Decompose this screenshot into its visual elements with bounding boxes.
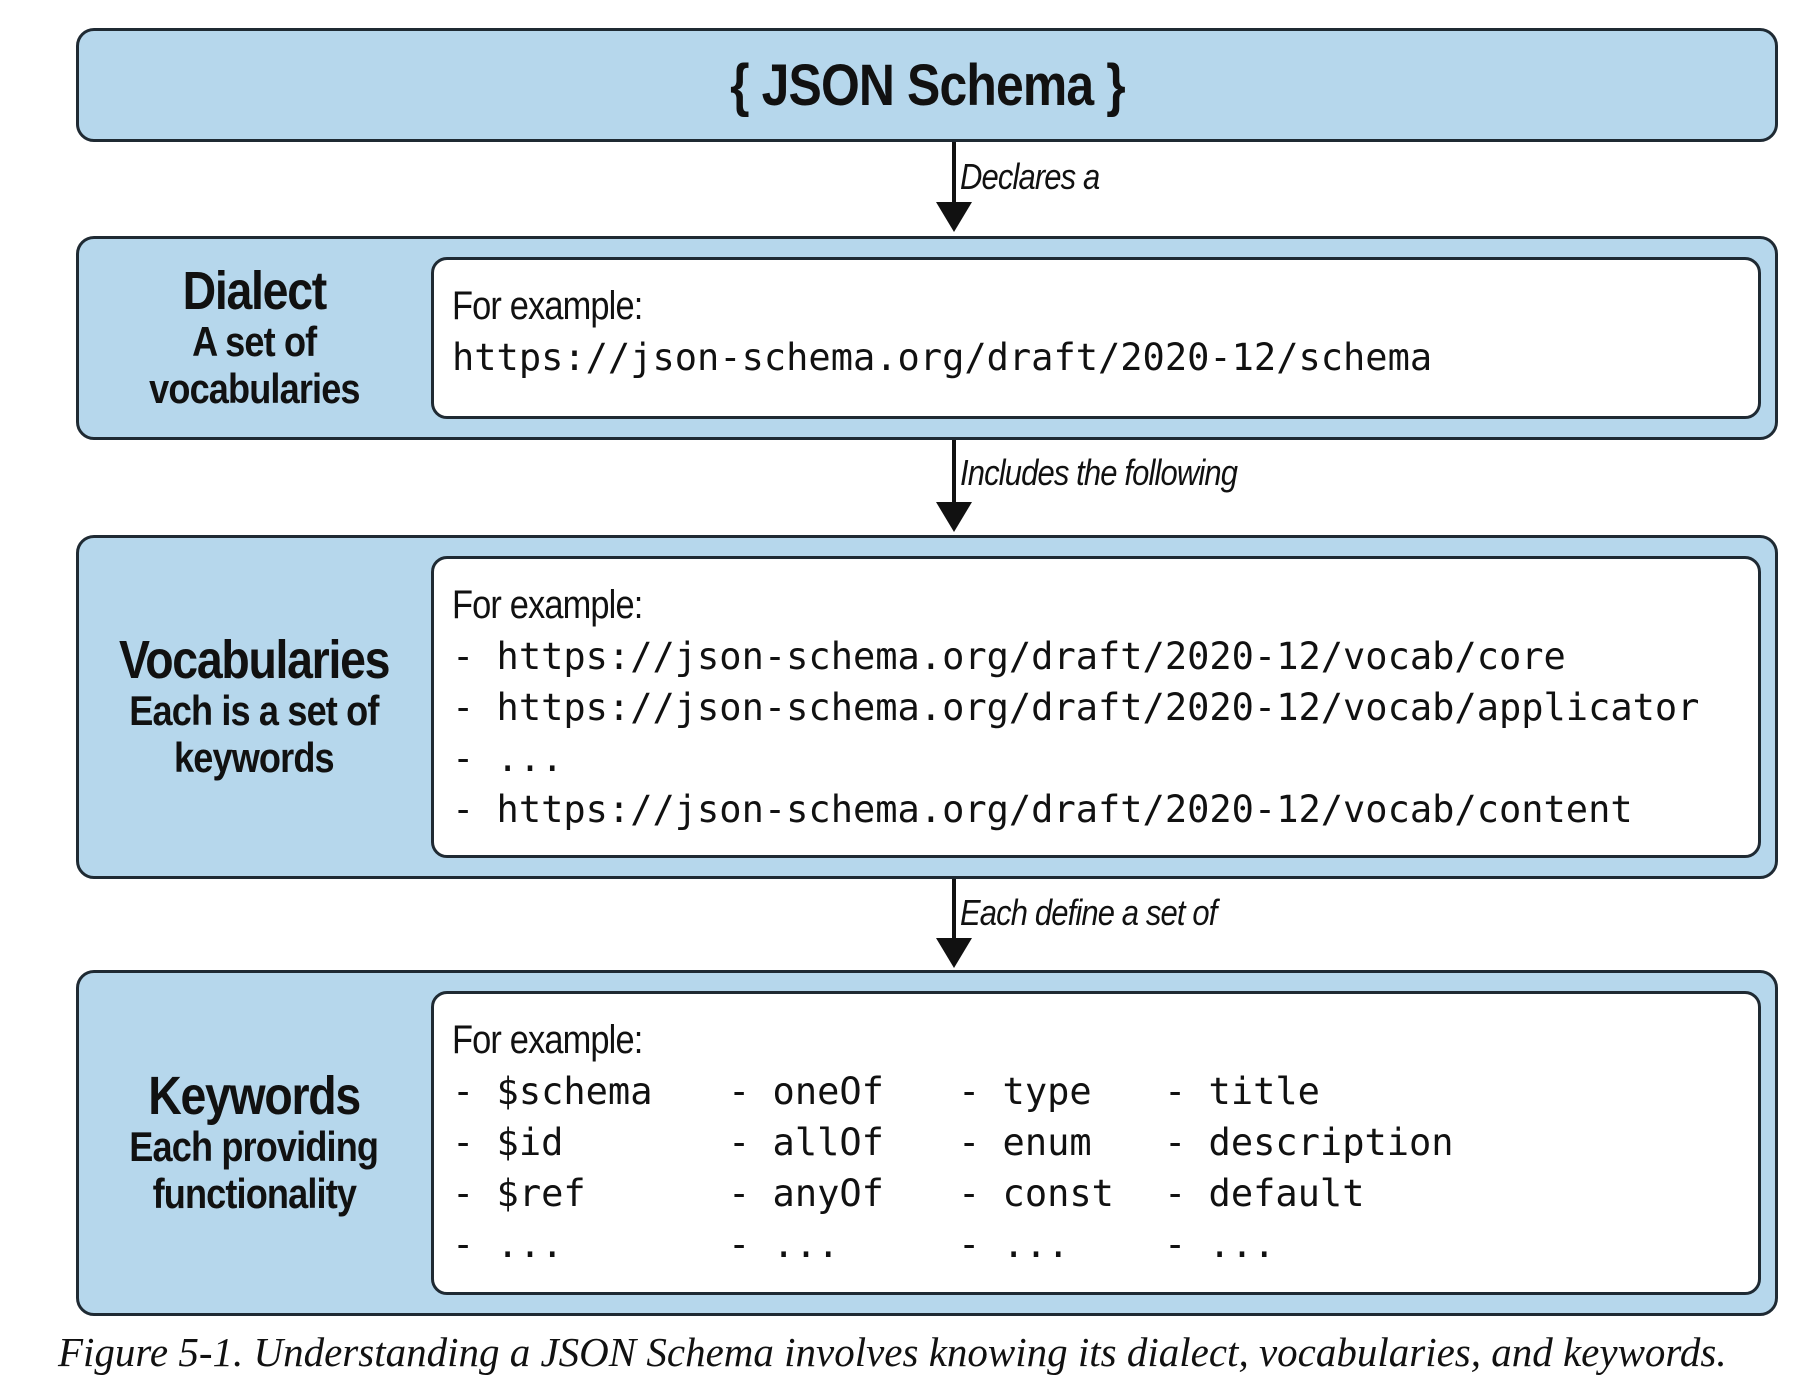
vocabularies-example-heading: For example:: [452, 583, 643, 627]
keywords-example-heading: For example:: [452, 1018, 643, 1062]
vocabularies-label: Vocabularies Each is a set of keywords: [79, 538, 429, 876]
keywords-subtitle-line1: Each providing: [129, 1123, 380, 1171]
arrow-down-icon: [936, 440, 972, 532]
keyword-cell: - ...: [1164, 1223, 1276, 1266]
keyword-cell: - $id: [452, 1121, 564, 1164]
arrow-down-icon: [936, 142, 972, 232]
keyword-cell: - ...: [728, 1223, 840, 1266]
keywords-grid: - $schema - oneOf - type - title - $id -…: [452, 1066, 1758, 1270]
vocabularies-title: Vocabularies: [118, 630, 390, 691]
keyword-cell: - ...: [452, 1223, 564, 1266]
vocab-item: - ...: [452, 737, 564, 780]
dialect-title: Dialect: [182, 261, 327, 322]
dialect-example-url: https://json-schema.org/draft/2020-12/sc…: [452, 336, 1433, 379]
vocabularies-box: Vocabularies Each is a set of keywords F…: [76, 535, 1778, 879]
arrow-includes: [934, 440, 974, 534]
dialect-example-box: For example: https://json-schema.org/dra…: [431, 257, 1761, 419]
keyword-cell: - ...: [958, 1223, 1070, 1266]
arrow-defines: [934, 879, 974, 970]
vocabularies-example-box: For example: - https://json-schema.org/d…: [431, 556, 1761, 858]
keyword-cell: - enum: [958, 1121, 1092, 1164]
arrow-label-defines: Each define a set of: [960, 892, 1217, 933]
keyword-cell: - title: [1164, 1070, 1320, 1113]
dialect-example-heading: For example:: [452, 284, 643, 328]
keyword-cell: - oneOf: [728, 1070, 884, 1113]
keywords-label: Keywords Each providing functionality: [79, 973, 429, 1313]
arrow-declares: [934, 142, 974, 234]
keywords-title: Keywords: [148, 1066, 361, 1127]
vocabularies-subtitle-line2: keywords: [174, 733, 335, 781]
keywords-subtitle-line2: functionality: [152, 1169, 356, 1217]
keyword-cell: - default: [1164, 1172, 1365, 1215]
keyword-cell: - allOf: [728, 1121, 884, 1164]
json-schema-box: { JSON Schema }: [76, 28, 1778, 142]
dialect-subtitle-line2: vocabularies: [148, 364, 360, 412]
keyword-cell: - description: [1164, 1121, 1454, 1164]
keywords-box: Keywords Each providing functionality Fo…: [76, 970, 1778, 1316]
keyword-cell: - anyOf: [728, 1172, 884, 1215]
keyword-cell: - const: [958, 1172, 1114, 1215]
dialect-box: Dialect A set of vocabularies For exampl…: [76, 236, 1778, 440]
dialect-label: Dialect A set of vocabularies: [79, 239, 429, 437]
vocab-item: - https://json-schema.org/draft/2020-12/…: [452, 686, 1700, 729]
vocabularies-subtitle-line1: Each is a set of: [129, 687, 379, 735]
vocab-item: - https://json-schema.org/draft/2020-12/…: [452, 788, 1633, 831]
keywords-example-box: For example: - $schema - oneOf - type - …: [431, 991, 1761, 1295]
keyword-cell: - $ref: [452, 1172, 586, 1215]
figure-caption: Figure 5-1. Understanding a JSON Schema …: [58, 1329, 1727, 1375]
arrow-label-includes: Includes the following: [960, 452, 1238, 493]
arrow-down-icon: [936, 879, 972, 968]
json-schema-title: { JSON Schema }: [729, 52, 1126, 118]
arrow-label-declares: Declares a: [960, 156, 1100, 197]
vocab-item: - https://json-schema.org/draft/2020-12/…: [452, 635, 1566, 678]
keyword-cell: - $schema: [452, 1070, 653, 1113]
keyword-cell: - type: [958, 1070, 1092, 1113]
dialect-subtitle-line1: A set of: [191, 318, 317, 366]
